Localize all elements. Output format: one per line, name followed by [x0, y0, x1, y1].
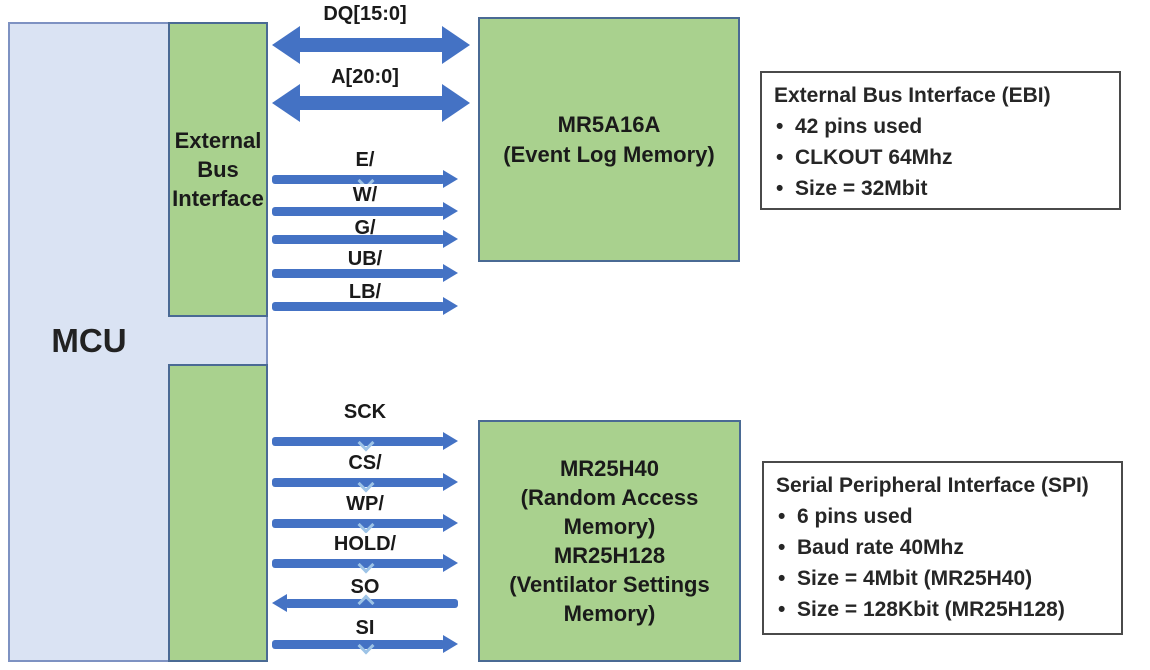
cs-signal-arrow	[272, 473, 458, 493]
arrow-head-left-icon	[272, 26, 300, 64]
signal-label-a: A[20:0]	[272, 66, 458, 88]
arrow-head-right-icon	[443, 264, 458, 282]
arrow-head-right-icon	[443, 297, 458, 315]
e-signal-arrow	[272, 170, 458, 190]
arrow-head-right-icon	[443, 473, 458, 491]
spi-info-box: Serial Peripheral Interface (SPI) 6 pins…	[762, 461, 1123, 635]
ebi-info-title: External Bus Interface (EBI)	[774, 84, 1051, 107]
list-item: Baud rate 40Mhz	[776, 532, 1109, 563]
memory-top-label: MR5A16A (Event Log Memory)	[503, 112, 715, 167]
list-item: Size = 32Mbit	[774, 173, 1107, 204]
signal-label-sck: SCK	[272, 401, 458, 423]
list-item: 6 pins used	[776, 501, 1109, 532]
lb-signal-arrow	[272, 297, 458, 316]
ebi-info-box: External Bus Interface (EBI) 42 pins use…	[760, 71, 1121, 210]
arrow-head-right-icon	[443, 230, 458, 248]
w-signal-arrow	[272, 202, 458, 221]
ub-signal-arrow	[272, 264, 458, 283]
sck-signal-arrow	[272, 432, 458, 452]
signal-label-w: W/	[272, 184, 458, 206]
arrow-head-right-icon	[442, 84, 470, 122]
si-signal-arrow	[272, 635, 458, 655]
wp-signal-arrow	[272, 514, 458, 534]
connector-notch-icon	[357, 594, 375, 612]
memory-block-mr25h40-mr25h128: MR25H40 (Random Access Memory) MR25H128 …	[478, 420, 741, 662]
list-item: Size = 4Mbit (MR25H40)	[776, 563, 1109, 594]
dq-bus-bidirectional-arrow	[272, 26, 470, 64]
arrow-head-right-icon	[443, 202, 458, 220]
signal-label-g: G/	[272, 217, 458, 239]
mcu-label: MCU	[51, 322, 127, 359]
arrow-head-right-icon	[443, 514, 458, 532]
a-bus-bidirectional-arrow	[272, 84, 470, 122]
spi-info-list: 6 pins used Baud rate 40Mhz Size = 4Mbit…	[776, 501, 1109, 625]
signal-label-ub: UB/	[272, 248, 458, 270]
arrow-head-right-icon	[443, 554, 458, 572]
arrow-head-left-icon	[272, 84, 300, 122]
arrow-head-right-icon	[443, 432, 458, 450]
external-bus-interface-block: External Bus Interface	[168, 22, 268, 317]
arrow-head-right-icon	[442, 26, 470, 64]
list-item: 42 pins used	[774, 111, 1107, 142]
signal-label-cs: CS/	[272, 452, 458, 474]
so-signal-arrow	[272, 594, 458, 613]
arrow-head-left-icon	[272, 594, 287, 612]
external-bus-interface-label: External Bus Interface	[172, 127, 264, 212]
spi-peripheral-block	[168, 364, 268, 662]
memory-bottom-label: MR25H40 (Random Access Memory) MR25H128 …	[509, 455, 710, 627]
memory-block-mr5a16a: MR5A16A (Event Log Memory)	[478, 17, 740, 262]
g-signal-arrow	[272, 230, 458, 249]
hold-signal-arrow	[272, 554, 458, 574]
signal-label-lb: LB/	[272, 281, 458, 303]
ebi-info-list: 42 pins used CLKOUT 64Mhz Size = 32Mbit	[774, 111, 1107, 204]
list-item: CLKOUT 64Mhz	[774, 142, 1107, 173]
arrow-head-right-icon	[443, 635, 458, 653]
signal-label-so: SO	[272, 576, 458, 598]
signal-label-hold: HOLD/	[272, 533, 458, 555]
arrow-head-right-icon	[443, 170, 458, 188]
signal-label-si: SI	[272, 617, 458, 639]
signal-label-wp: WP/	[272, 493, 458, 515]
spi-info-title: Serial Peripheral Interface (SPI)	[776, 474, 1089, 497]
signal-label-e: E/	[272, 149, 458, 171]
signal-label-dq: DQ[15:0]	[272, 3, 458, 25]
list-item: Size = 128Kbit (MR25H128)	[776, 594, 1109, 625]
